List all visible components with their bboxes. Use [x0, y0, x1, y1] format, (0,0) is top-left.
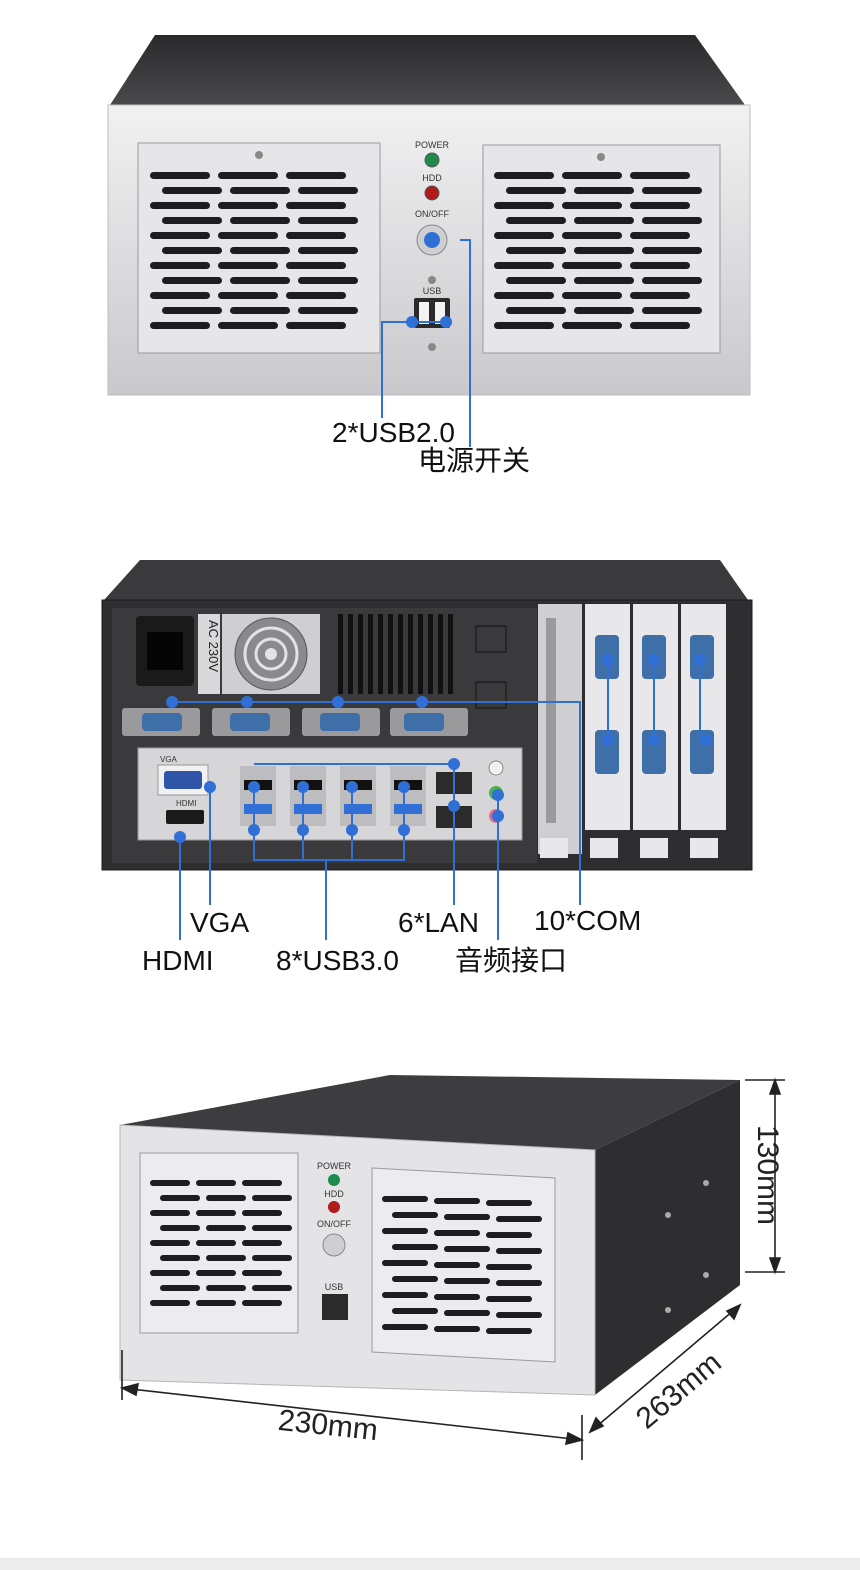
lan-callout: 6*LAN	[398, 907, 479, 938]
iso-usb-ports-icon	[322, 1294, 348, 1320]
hdmi-port-label: HDMI	[176, 799, 196, 808]
iso-usb-label: USB	[325, 1282, 344, 1292]
usb20-callout: 2*USB2.0	[332, 417, 455, 448]
rear-view: AC 230V VGA HDMI	[0, 540, 860, 1000]
depth-dimension-label: 263mm	[630, 1346, 728, 1436]
iso-power-button-icon	[322, 1233, 346, 1257]
height-dimension-label: 130mm	[751, 1125, 784, 1225]
vga-port-label: VGA	[160, 755, 178, 764]
iso-view: POWER HDD ON/OFF USB 230mm 130mm 263mm	[0, 1050, 860, 1550]
rear-vent-slots	[338, 614, 453, 694]
psu-voltage-label: AC 230V	[206, 620, 221, 672]
front-callout-lines	[381, 239, 471, 447]
com-callout: 10*COM	[534, 905, 641, 936]
iso-hdd-label: HDD	[324, 1189, 344, 1199]
iso-power-label: POWER	[317, 1161, 352, 1171]
iso-vent-slots	[150, 1180, 542, 1334]
hdmi-callout: HDMI	[142, 945, 214, 976]
vga-port-icon	[164, 771, 202, 789]
hdmi-port-icon	[166, 810, 204, 824]
power-led-label: POWER	[415, 140, 450, 150]
right-vent-slots	[494, 153, 702, 329]
page-footer-strip	[0, 1558, 860, 1570]
psu-label-plate	[198, 614, 220, 694]
power-switch-callout: 电源开关	[418, 445, 530, 476]
hdd-led-icon	[424, 185, 440, 201]
front-view-illustration: POWER HDD ON/OFF USB 2*USB2.0 电源开关	[107, 35, 751, 476]
usb30-callout: 8*USB3.0	[276, 945, 399, 976]
front-view: POWER HDD ON/OFF USB 2*USB2.0 电源开关	[0, 0, 860, 500]
rear-chassis-top	[104, 560, 748, 600]
dimension-lines	[119, 1077, 785, 1460]
onoff-label: ON/OFF	[415, 209, 449, 219]
iso-chassis-side	[595, 1080, 740, 1395]
usb-label: USB	[423, 286, 442, 296]
audio-callout: 音频接口	[455, 945, 567, 976]
iso-view-illustration: POWER HDD ON/OFF USB 230mm 130mm 263mm	[119, 1075, 785, 1460]
chassis-top	[110, 35, 745, 105]
left-vent-slots	[150, 151, 358, 329]
expansion-slots	[538, 604, 726, 858]
vga-callout: VGA	[190, 907, 249, 938]
rear-callout-dots	[166, 654, 712, 843]
iso-chassis-top	[120, 1075, 740, 1150]
power-led-icon	[424, 152, 440, 168]
rear-view-illustration: AC 230V VGA HDMI	[101, 560, 753, 976]
hdd-led-label: HDD	[422, 173, 442, 183]
width-dimension-label: 230mm	[277, 1404, 380, 1447]
rear-com-ports-row	[122, 708, 468, 736]
iso-onoff-label: ON/OFF	[317, 1219, 351, 1229]
